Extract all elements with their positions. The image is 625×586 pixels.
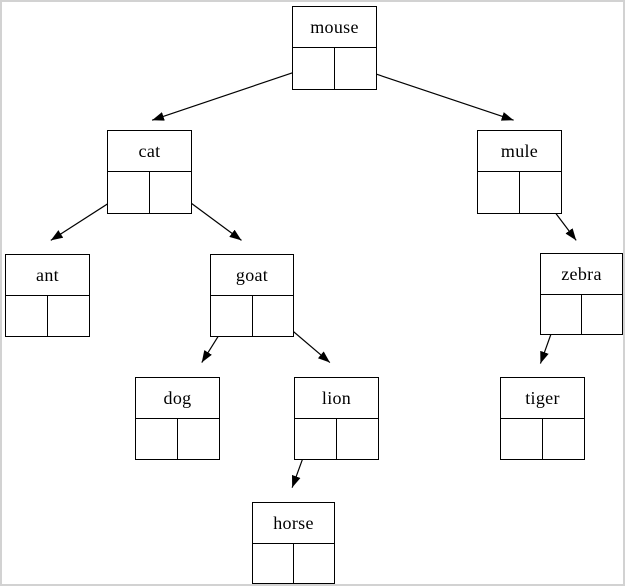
tree-node-horse: horse: [252, 502, 335, 584]
pointer-row-tiger: [501, 419, 584, 459]
pointer-row-mouse: [293, 48, 376, 89]
left-pointer-cell-mule: [478, 172, 520, 213]
left-pointer-cell-horse: [253, 544, 294, 583]
tree-node-lion: lion: [294, 377, 379, 460]
left-pointer-cell-ant: [6, 296, 48, 336]
right-pointer-cell-mule: [520, 172, 561, 213]
right-pointer-cell-ant: [48, 296, 89, 336]
right-pointer-cell-horse: [294, 544, 334, 583]
node-label-cat: cat: [108, 131, 191, 172]
right-pointer-cell-goat: [253, 296, 294, 336]
left-pointer-cell-dog: [136, 419, 178, 459]
pointer-row-ant: [6, 296, 89, 336]
edge-mouse-left-cat: [151, 65, 312, 121]
tree-node-tiger: tiger: [500, 377, 585, 460]
node-label-lion: lion: [295, 378, 378, 419]
right-pointer-cell-lion: [337, 419, 378, 459]
edge-mouse-right-mule: [353, 65, 514, 121]
pointer-row-dog: [136, 419, 219, 459]
pointer-row-horse: [253, 544, 334, 583]
tree-node-dog: dog: [135, 377, 220, 460]
pointer-row-goat: [211, 296, 293, 336]
right-pointer-cell-cat: [150, 172, 191, 213]
right-pointer-cell-tiger: [543, 419, 584, 459]
left-pointer-cell-tiger: [501, 419, 543, 459]
pointer-row-cat: [108, 172, 191, 213]
left-pointer-cell-lion: [295, 419, 337, 459]
node-label-ant: ant: [6, 255, 89, 296]
node-label-mule: mule: [478, 131, 561, 172]
tree-node-mule: mule: [477, 130, 562, 214]
node-label-dog: dog: [136, 378, 219, 419]
left-pointer-cell-goat: [211, 296, 253, 336]
right-pointer-cell-dog: [178, 419, 219, 459]
node-label-mouse: mouse: [293, 7, 376, 48]
right-pointer-cell-mouse: [335, 48, 376, 89]
tree-node-mouse: mouse: [292, 6, 377, 90]
node-label-tiger: tiger: [501, 378, 584, 419]
tree-node-ant: ant: [5, 254, 90, 337]
pointer-row-lion: [295, 419, 378, 459]
node-label-goat: goat: [211, 255, 293, 296]
left-pointer-cell-cat: [108, 172, 150, 213]
tree-node-cat: cat: [107, 130, 192, 214]
pointer-row-zebra: [541, 295, 622, 334]
tree-node-zebra: zebra: [540, 253, 623, 335]
right-pointer-cell-zebra: [582, 295, 622, 334]
node-label-zebra: zebra: [541, 254, 622, 295]
node-label-horse: horse: [253, 503, 334, 544]
left-pointer-cell-zebra: [541, 295, 582, 334]
tree-node-goat: goat: [210, 254, 294, 337]
pointer-row-mule: [478, 172, 561, 213]
left-pointer-cell-mouse: [293, 48, 335, 89]
